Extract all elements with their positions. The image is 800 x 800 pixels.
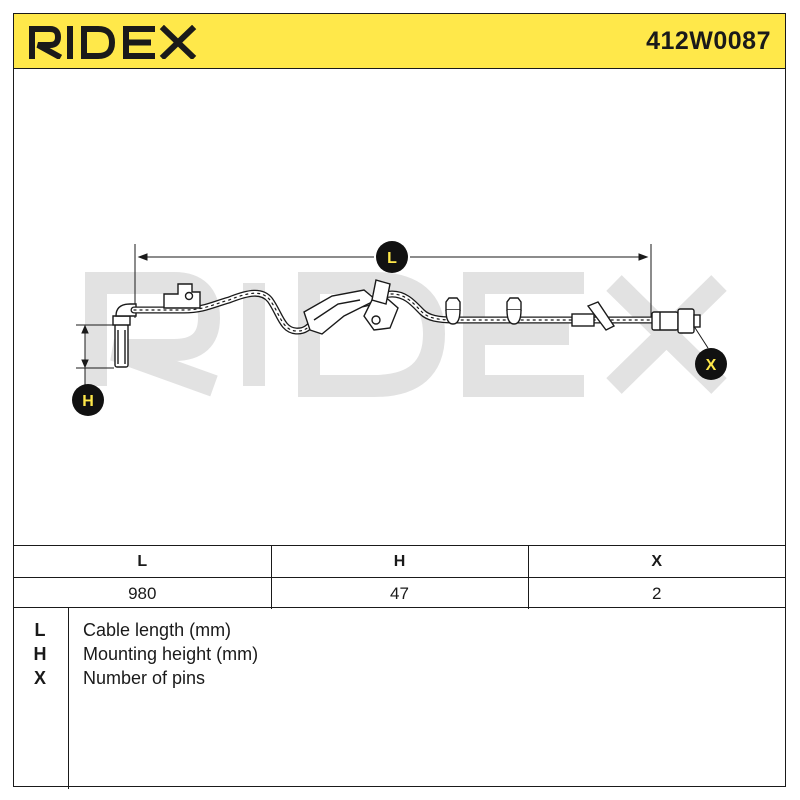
technical-drawing: L H X [14, 68, 785, 545]
legend-description: Cable length (mm) [83, 620, 232, 640]
legend-row-l: L Cable length (mm) [14, 620, 785, 644]
value-x: 2 [528, 577, 785, 609]
sensor-head [112, 303, 137, 368]
legend-row-h: H Mounting height (mm) [14, 644, 785, 668]
column-header-x: X [528, 545, 785, 578]
value-h: 47 [271, 577, 529, 609]
legend-key: H [33, 644, 47, 664]
length-dimension [134, 244, 652, 318]
callout-x: X [695, 348, 727, 380]
legend-row-x: X Number of pins [14, 668, 785, 692]
header-bar: 412W0087 [14, 14, 785, 69]
callout-h: H [72, 384, 104, 416]
svg-text:X: X [706, 357, 717, 374]
legend-key: L [34, 620, 46, 640]
ridex-logo [29, 25, 197, 59]
value-l: 980 [14, 577, 272, 609]
cable-sleeve [571, 301, 616, 331]
legend-description: Number of pins [83, 668, 206, 688]
cable-clip-2 [506, 297, 522, 325]
svg-text:L: L [387, 250, 397, 267]
height-dimension [76, 324, 114, 386]
legend-divider [68, 608, 69, 789]
cable-grommet [303, 279, 399, 335]
callout-l: L [376, 241, 408, 273]
legend: L Cable length (mm) H Mounting height (m… [14, 607, 785, 789]
spec-table: L H X 980 47 2 [14, 545, 785, 609]
watermark-logo [85, 272, 727, 397]
column-header-h: H [271, 545, 529, 578]
product-sheet: 412W0087 L [13, 13, 786, 789]
spec-table-header: L H X [14, 545, 785, 578]
legend-description: Mounting height (mm) [83, 644, 259, 664]
sensor-cable-drawing: L H X [72, 241, 727, 416]
connector-plug [651, 308, 701, 334]
svg-text:H: H [82, 393, 94, 410]
column-header-l: L [14, 545, 272, 578]
legend-key: X [33, 668, 46, 688]
part-number: 412W0087 [646, 27, 771, 55]
cable-clip-1 [445, 297, 461, 325]
mounting-bracket [163, 283, 201, 309]
spec-table-row: 980 47 2 [14, 577, 785, 609]
